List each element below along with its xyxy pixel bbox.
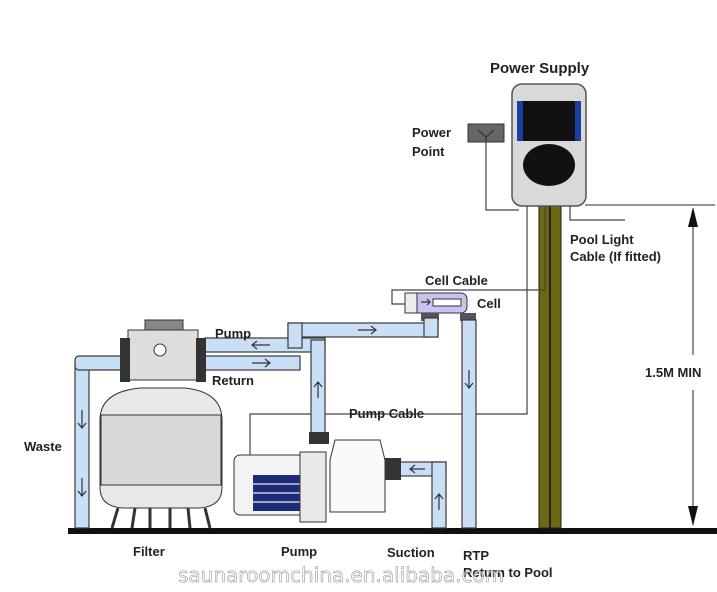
- pump-cable-line: [249, 206, 528, 455]
- label-return-line: Return: [212, 373, 254, 388]
- label-rtp: RTP: [463, 548, 489, 563]
- cell-cable-line: [391, 206, 546, 305]
- label-cell: Cell: [477, 296, 501, 311]
- label-filter: Filter: [133, 544, 165, 559]
- label-waste: Waste: [24, 439, 62, 454]
- label-pump-line: Pump: [215, 326, 251, 341]
- pool-light-cable: [569, 206, 625, 221]
- ground-line: [68, 528, 717, 534]
- height-dimension: [688, 207, 698, 526]
- power-supply-screen: [517, 101, 581, 141]
- label-pool-light-1: Pool Light: [570, 232, 634, 247]
- label-pump-cable: Pump Cable: [349, 406, 424, 421]
- power-supply-unit: [511, 83, 587, 207]
- label-return-to-pool: Return to Pool: [463, 565, 553, 580]
- label-height-min: 1.5M MIN: [645, 365, 701, 380]
- sand-filter: [99, 319, 223, 529]
- title-power-supply: Power Supply: [490, 60, 590, 77]
- label-cell-cable: Cell Cable: [425, 273, 488, 288]
- chlorinator-cell: [404, 292, 476, 321]
- label-power-point-1: Power: [412, 125, 451, 140]
- mounting-post: [538, 204, 562, 529]
- watermark: saunaroomchina.en.alibaba.com: [178, 563, 504, 587]
- pool-pump: [233, 432, 401, 523]
- flow-arrows: [77, 325, 474, 510]
- label-pump: Pump: [281, 544, 317, 559]
- power-supply-dial: [523, 144, 575, 186]
- power-point: [467, 123, 519, 211]
- label-pool-light-2: Cable (If fitted): [570, 249, 661, 264]
- label-power-point-2: Point: [412, 144, 445, 159]
- label-suction: Suction: [387, 545, 435, 560]
